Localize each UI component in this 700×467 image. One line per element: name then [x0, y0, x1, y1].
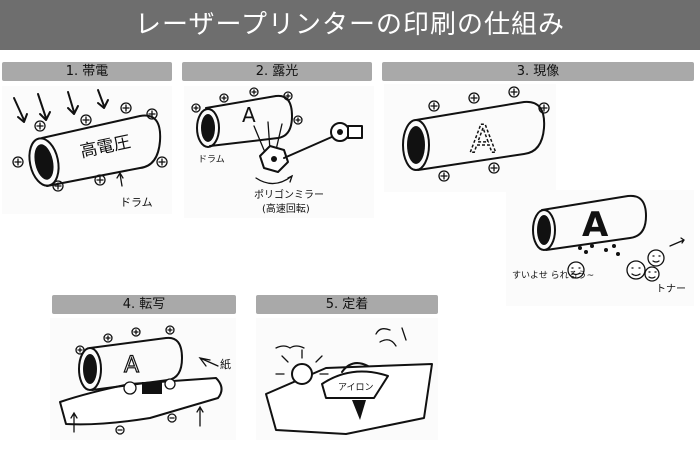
charge-arrows [14, 90, 108, 122]
iron-label: アイロン [338, 383, 374, 393]
drum-label: ドラム [198, 154, 225, 165]
step-5-illustration: アイロン [256, 318, 438, 440]
heat-lines [276, 346, 304, 348]
drum-label: ドラム [120, 196, 153, 209]
step-2-label: 2. 露光 [182, 62, 372, 81]
mirror-label: ポリゴンミラー [254, 188, 324, 201]
polygon-mirror-icon [256, 146, 292, 184]
step-2-illustration: A [184, 86, 374, 218]
step-4-illustration: A 紙 [50, 318, 236, 440]
step-1-illustration: 高電圧 ドラム [2, 86, 172, 214]
step-1-label: 1. 帯電 [2, 62, 172, 81]
latent-letter: A [470, 117, 496, 161]
mirror-sub-label: (高速回転) [262, 202, 310, 215]
steam-lines [376, 328, 406, 346]
step-3-label: 3. 現像 [382, 62, 694, 81]
latent-letter: A [242, 103, 256, 127]
drum-icon: A [197, 96, 292, 147]
toner-letter: A [582, 205, 609, 245]
paper-label: 紙 [220, 357, 231, 371]
page-title: レーザープリンターの印刷の仕組み [0, 0, 700, 50]
helper-label: すいよせ られるう~ [512, 270, 594, 281]
step-3-illustration-b: A すいよせ られるう~ トナー [506, 190, 694, 306]
step-4-label: 4. 転写 [52, 295, 236, 314]
laser-emitter-icon [284, 123, 362, 158]
step-3-illustration-a: A [384, 84, 556, 192]
drum-letter: A [124, 353, 139, 378]
drum-text: 高電圧 [79, 132, 133, 162]
toner-label: トナー [656, 283, 686, 295]
toner-particles [578, 244, 620, 256]
step-5-label: 5. 定着 [256, 295, 438, 314]
